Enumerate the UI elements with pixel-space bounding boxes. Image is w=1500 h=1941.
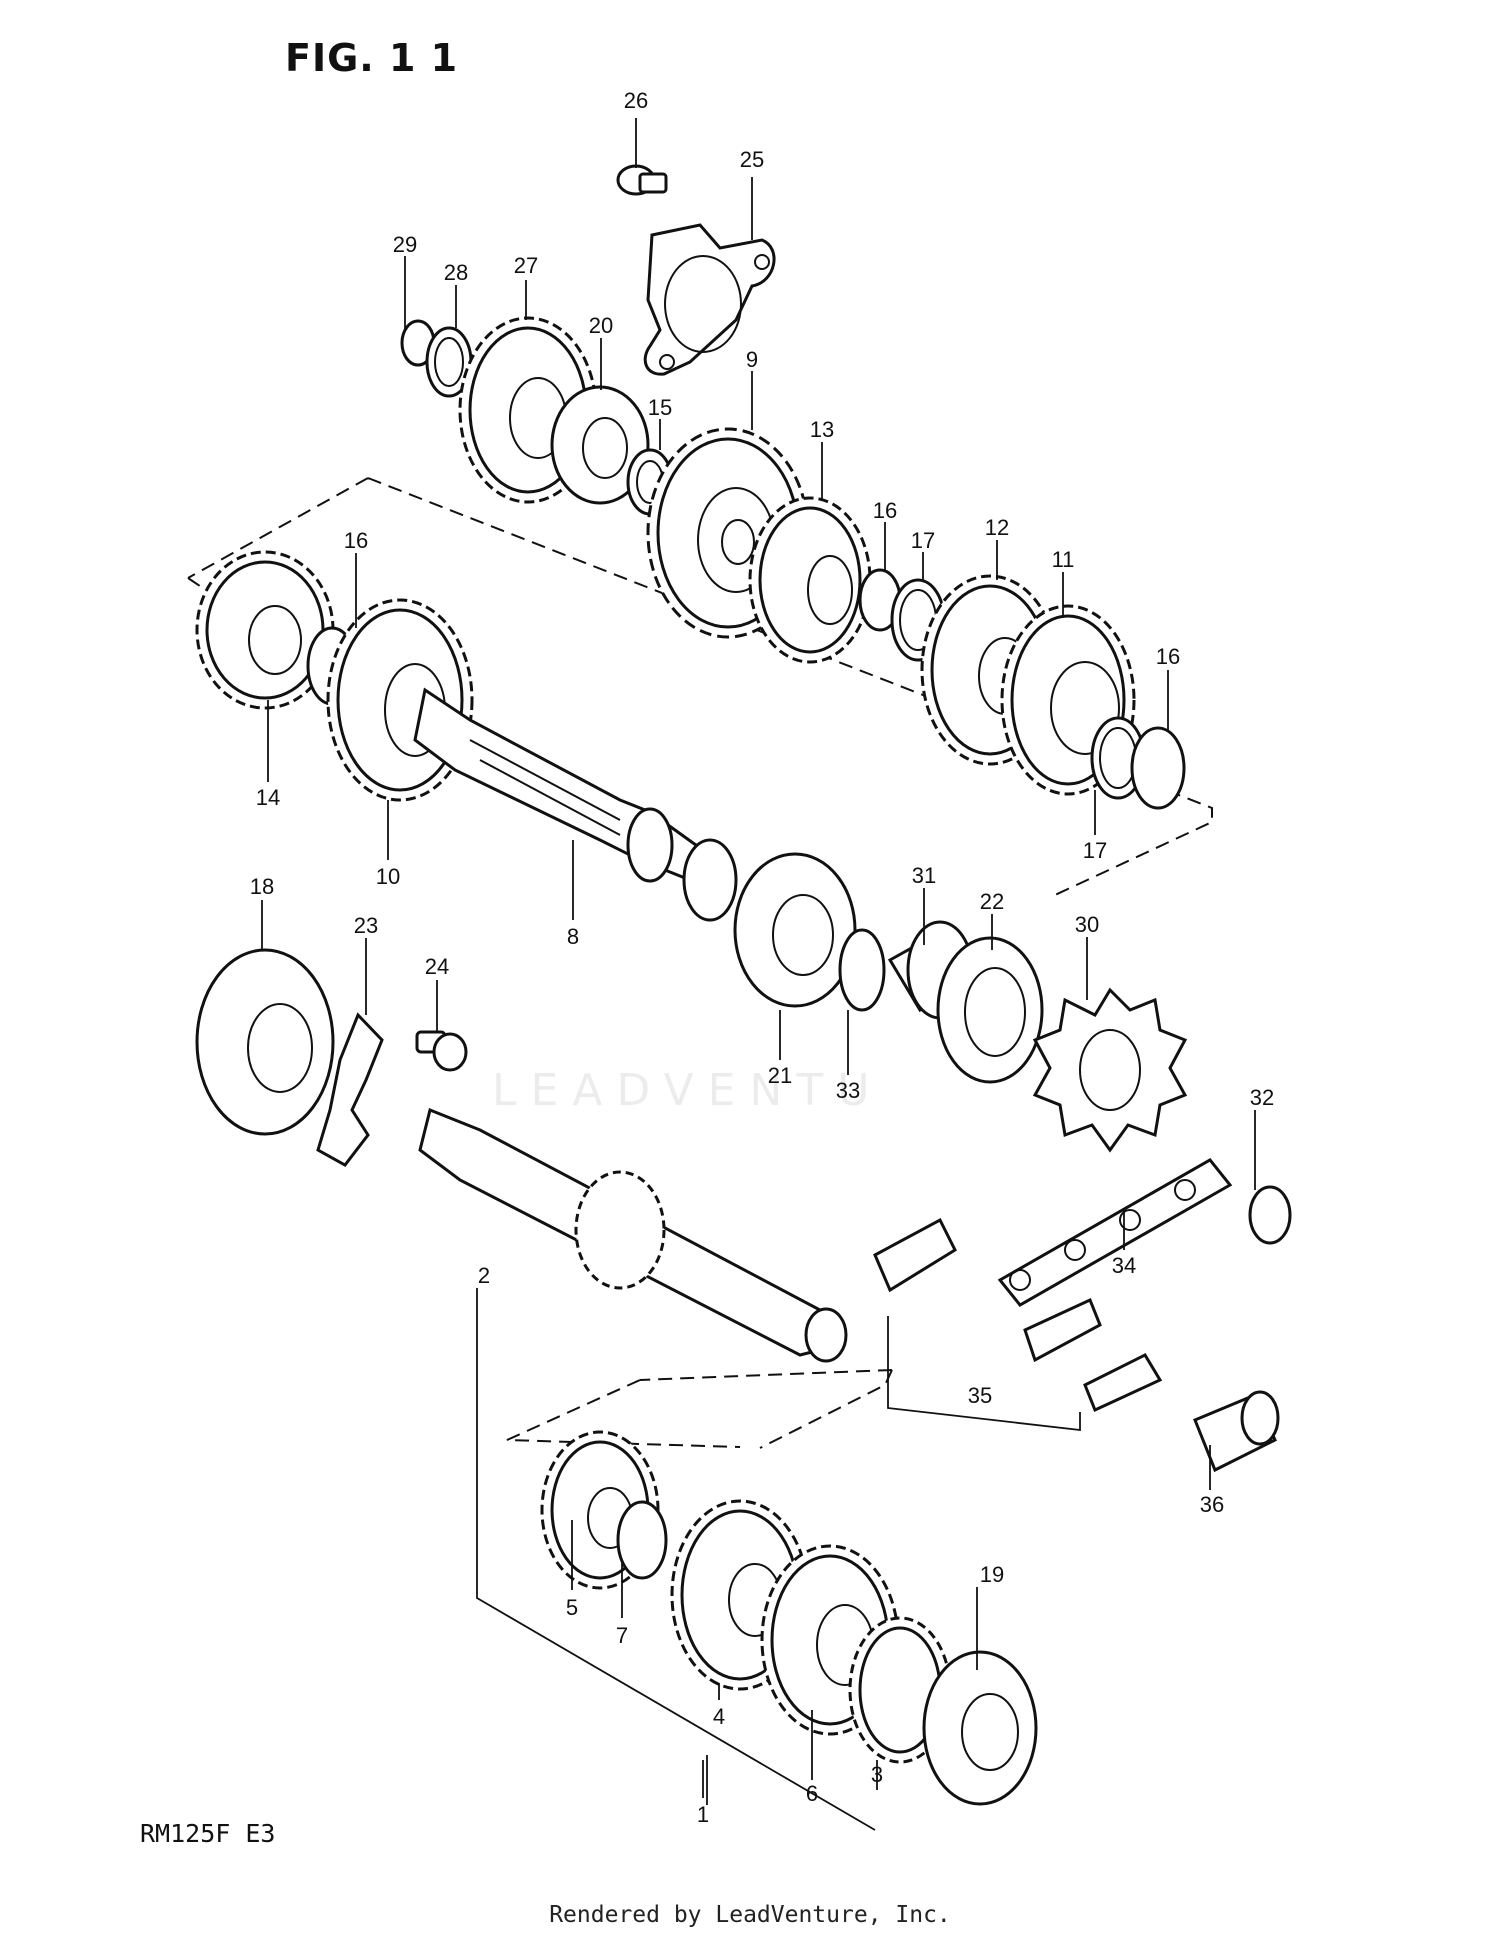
callout-24: 24 [425, 954, 449, 979]
callout-30: 30 [1075, 912, 1099, 937]
callout-5: 5 [566, 1595, 578, 1620]
callout-27: 27 [514, 253, 538, 278]
callout-36: 36 [1200, 1492, 1224, 1517]
callout-13: 13 [810, 417, 834, 442]
screw-26 [616, 164, 668, 196]
bearing-21 [733, 852, 857, 1008]
leader-lines [261, 118, 1256, 1831]
callout-26: 26 [624, 88, 648, 113]
callout-32: 32 [1250, 1085, 1274, 1110]
callout-labels: 26 25 29 28 27 20 15 9 13 16 17 12 11 16… [250, 88, 1274, 1827]
callout-16-right: 16 [1156, 644, 1180, 669]
callout-17-upper: 17 [911, 528, 935, 553]
callout-17-lower: 17 [1083, 838, 1107, 863]
driveshaft-group-outline [506, 1369, 893, 1449]
callout-20: 20 [589, 313, 613, 338]
callout-6: 6 [806, 1781, 818, 1806]
washer-17-lower [1090, 716, 1146, 800]
callout-12: 12 [985, 515, 1009, 540]
callout-9: 9 [746, 347, 758, 372]
callout-25: 25 [740, 147, 764, 172]
bushing-36 [1193, 1390, 1280, 1473]
callout-11: 11 [1052, 547, 1075, 572]
callout-21: 21 [768, 1063, 792, 1088]
callout-19: 19 [980, 1562, 1004, 1587]
callout-15: 15 [648, 395, 672, 420]
callout-7: 7 [616, 1623, 628, 1648]
gear-14 [195, 550, 335, 710]
watermark: LEADVENTU [492, 1065, 884, 1116]
callout-2: 2 [478, 1263, 490, 1288]
master-link-35 [873, 1217, 1163, 1413]
callout-3: 3 [871, 1762, 883, 1787]
callout-35: 35 [968, 1383, 992, 1408]
screw-24 [415, 1030, 468, 1072]
o-ring-33 [838, 928, 886, 1012]
callout-33: 33 [836, 1078, 860, 1103]
circlip-16-right [1130, 726, 1186, 810]
callout-8: 8 [567, 924, 579, 949]
bearing-18 [195, 948, 335, 1136]
oil-seal-22 [936, 936, 1044, 1084]
bearing-20 [550, 385, 650, 505]
chain-34 [997, 1158, 1233, 1307]
circlip-7 [616, 1500, 668, 1580]
callout-16-left: 16 [344, 528, 368, 553]
gear-13 [748, 496, 872, 664]
callout-18: 18 [250, 874, 274, 899]
callout-31: 31 [912, 863, 936, 888]
countershaft-8 [413, 687, 738, 922]
sprocket-30 [1032, 987, 1188, 1153]
bearing-retainer-plate-25 [643, 223, 776, 376]
bearing-19 [922, 1650, 1038, 1806]
model-label: RM125F E3 [140, 1819, 276, 1848]
clip-32 [1248, 1185, 1292, 1245]
driveshaft-2 [418, 1107, 848, 1363]
callout-23: 23 [354, 913, 378, 938]
footer-credit: Rendered by LeadVenture, Inc. [549, 1902, 951, 1928]
callout-10: 10 [376, 864, 400, 889]
figure-title: FIG. 1 1 [285, 36, 459, 80]
callout-34: 34 [1112, 1253, 1136, 1278]
callout-16-upper: 16 [873, 498, 897, 523]
callout-28: 28 [444, 260, 468, 285]
callout-1: 1 [697, 1802, 709, 1827]
callout-22: 22 [980, 889, 1004, 914]
callout-29: 29 [393, 232, 417, 257]
callout-14: 14 [256, 785, 280, 810]
callout-4: 4 [713, 1704, 725, 1729]
gear-10 [326, 598, 474, 802]
bearing-retainer-23 [316, 1012, 384, 1167]
